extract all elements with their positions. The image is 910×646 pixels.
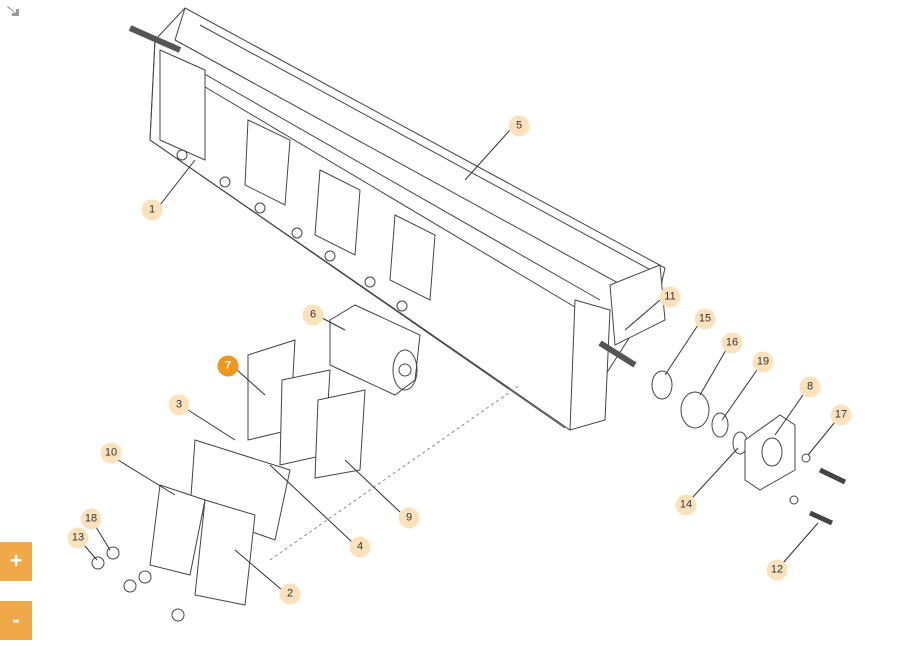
bracket-2: [194, 499, 256, 606]
callout-part-10[interactable]: 10: [100, 442, 122, 464]
callout-part-14[interactable]: 14: [675, 494, 697, 516]
flange-8: [744, 414, 796, 491]
callout-part-6[interactable]: 6: [302, 304, 324, 326]
leader-lines: [83, 129, 836, 591]
zoom-in-button[interactable]: +: [0, 542, 32, 581]
callout-part-1[interactable]: 1: [141, 199, 163, 221]
arrow-down-right-icon[interactable]: [6, 4, 22, 18]
callout-part-11[interactable]: 11: [659, 286, 681, 308]
callout-part-3[interactable]: 3: [168, 394, 190, 416]
callout-part-8[interactable]: 8: [799, 376, 821, 398]
rotor-part: [329, 304, 421, 396]
callout-part-15[interactable]: 15: [694, 308, 716, 330]
bolt-17: [818, 467, 847, 485]
callout-part-7[interactable]: 7: [217, 355, 239, 377]
callout-part-16[interactable]: 16: [721, 332, 743, 354]
callout-part-18[interactable]: 18: [80, 508, 102, 530]
bearing-16: [680, 391, 710, 429]
plate-9: [314, 389, 366, 479]
ring-19: [711, 412, 729, 438]
callout-part-17[interactable]: 17: [830, 404, 852, 426]
callout-part-5[interactable]: 5: [508, 115, 530, 137]
callout-part-19[interactable]: 19: [752, 351, 774, 373]
nut-13: [91, 556, 105, 570]
callout-part-13[interactable]: 13: [67, 527, 89, 549]
bolt-12: [808, 510, 834, 526]
callout-part-12[interactable]: 12: [766, 559, 788, 581]
callout-part-2[interactable]: 2: [279, 583, 301, 605]
washer-18: [106, 546, 120, 560]
callout-part-4[interactable]: 4: [349, 536, 371, 558]
bearing-15: [651, 370, 673, 400]
main-frame: [128, 7, 666, 431]
zoom-out-button[interactable]: -: [0, 601, 32, 640]
callout-part-9[interactable]: 9: [398, 507, 420, 529]
bracket-10: [149, 484, 206, 576]
